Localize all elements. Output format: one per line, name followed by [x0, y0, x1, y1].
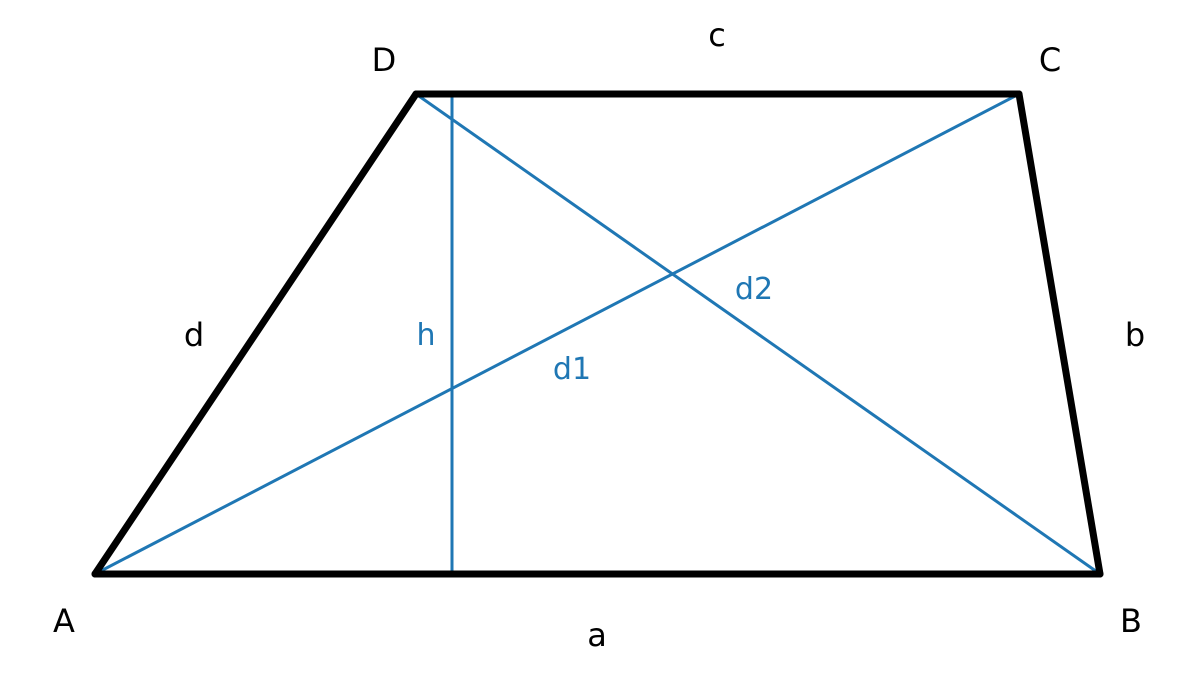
side-label-d: d: [184, 316, 204, 354]
vertex-label-b: B: [1120, 602, 1142, 640]
diagonal-d2-label: d2: [735, 272, 773, 307]
vertex-label-c: C: [1039, 41, 1061, 79]
side-label-a: a: [587, 616, 607, 654]
height-label: h: [416, 318, 435, 353]
diagonal-d1: [94, 92, 1020, 576]
diagonal-d1-label: d1: [553, 352, 591, 387]
side-label-c: c: [708, 16, 726, 54]
side-label-b: b: [1125, 316, 1145, 354]
diagonal-d2: [415, 92, 1101, 576]
vertex-label-d: D: [372, 41, 397, 79]
side-b: [1015, 90, 1104, 578]
vertex-label-a: A: [53, 602, 75, 640]
side-d: [91, 90, 420, 578]
